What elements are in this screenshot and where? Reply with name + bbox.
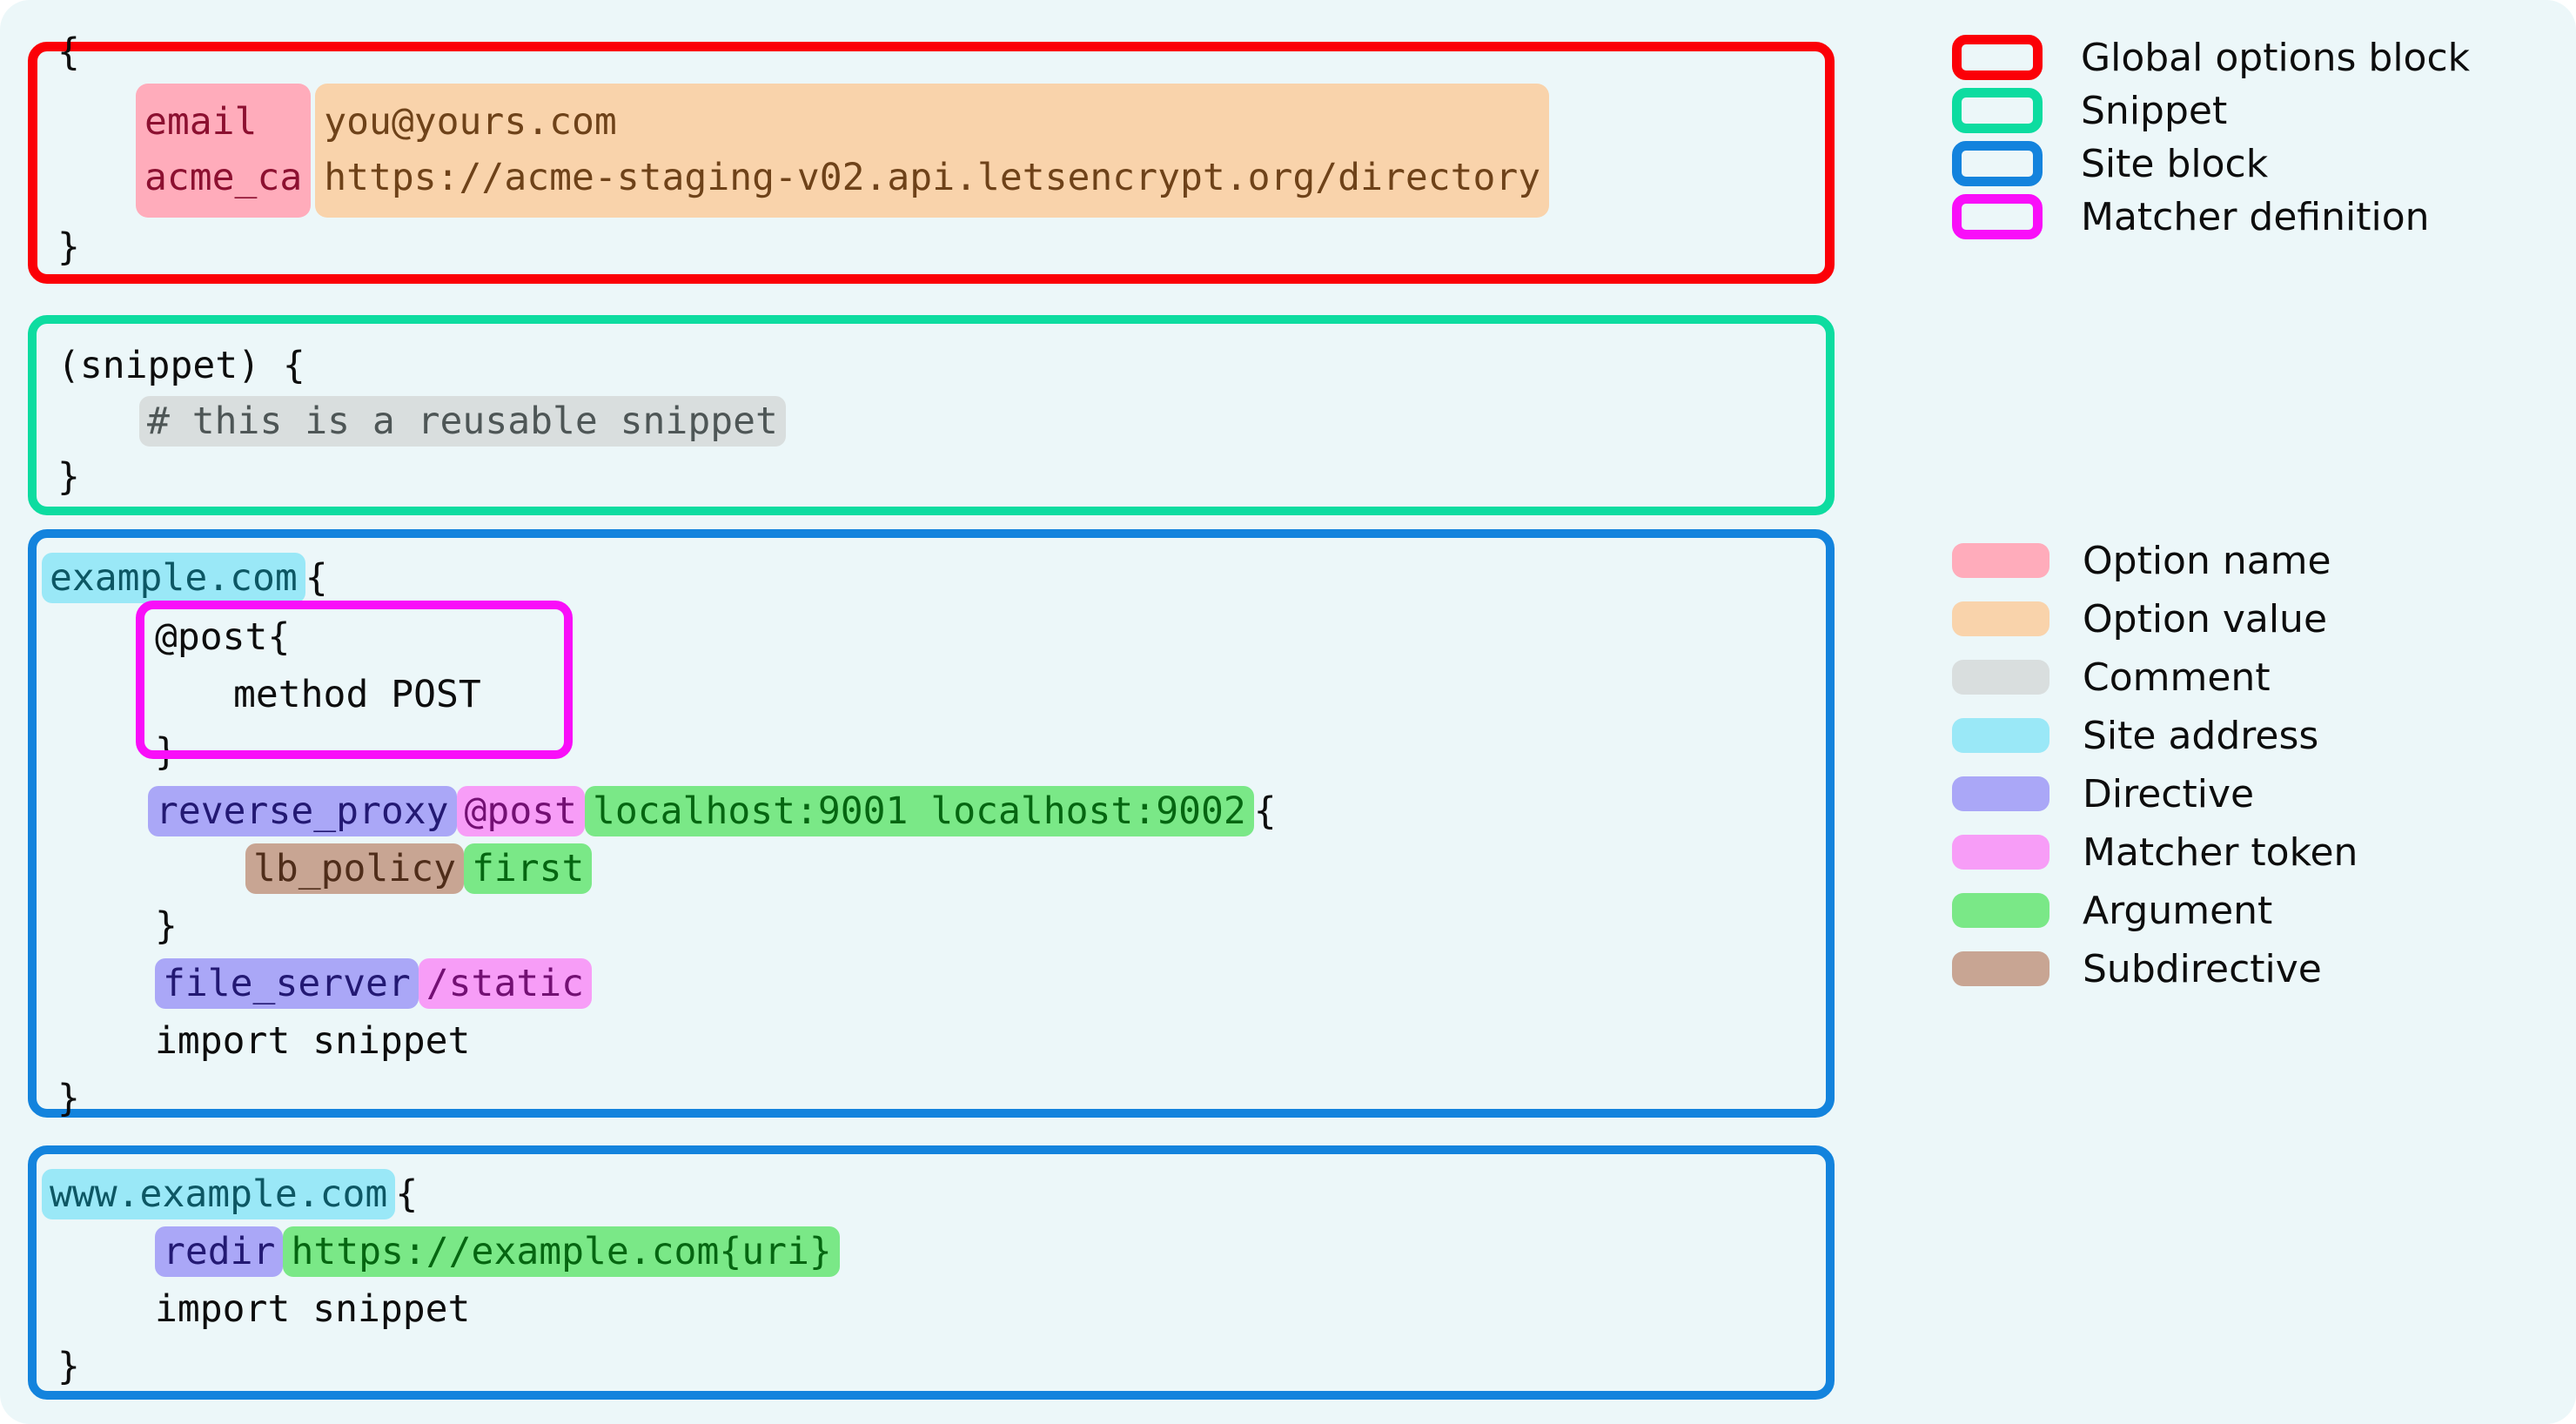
global-options-entries: email acme_ca you@yours.com https://acme… bbox=[136, 84, 1550, 218]
legend-swatch-item-comment: Comment bbox=[1952, 655, 2271, 700]
legend-label-subdirective: Subdirective bbox=[2083, 946, 2322, 991]
legend-label-site-address: Site address bbox=[2083, 713, 2319, 758]
file-server-line: file_server/static bbox=[155, 956, 592, 1011]
site-address-token: example.com bbox=[42, 553, 305, 603]
site-block-1-outline bbox=[28, 529, 1835, 1118]
legend-panel: Global options block Snippet Site block … bbox=[1939, 0, 2576, 1424]
legend-label-site-block: Site block bbox=[2081, 141, 2269, 186]
legend-swatch-comment bbox=[1952, 660, 2049, 695]
directive-token-reverse-proxy: reverse_proxy bbox=[148, 786, 457, 836]
legend-swatch-matcher-token bbox=[1952, 835, 2049, 870]
site-1-header-line: example.com{ bbox=[42, 550, 328, 606]
legend-swatch-item-matcher-token: Matcher token bbox=[1952, 830, 2358, 875]
legend-outline-item-site-block: Site block bbox=[1952, 132, 2268, 195]
legend-label-directive: Directive bbox=[2083, 771, 2255, 816]
legend-label-snippet: Snippet bbox=[2081, 88, 2228, 133]
matcher-token-post: @post bbox=[456, 786, 585, 836]
legend-chip-site-block bbox=[1952, 141, 2043, 186]
legend-swatch-item-subdirective: Subdirective bbox=[1952, 946, 2322, 991]
legend-outline-item-snippet: Snippet bbox=[1952, 79, 2227, 142]
legend-label-comment: Comment bbox=[2083, 655, 2271, 700]
matcher-definition-header: @post{ bbox=[155, 609, 290, 665]
legend-label-argument: Argument bbox=[2083, 888, 2273, 933]
matcher-open-brace: { bbox=[267, 615, 291, 659]
legend-swatch-argument bbox=[1952, 893, 2049, 928]
legend-label-global-options: Global options block bbox=[2081, 35, 2471, 80]
matcher-token-static-path: /static bbox=[418, 958, 592, 1009]
legend-outline-item-global-options: Global options block bbox=[1952, 26, 2470, 89]
legend-swatch-directive bbox=[1952, 776, 2049, 811]
snippet-comment-line: # this is a reusable snippet bbox=[139, 393, 786, 449]
legend-chip-snippet bbox=[1952, 88, 2043, 133]
legend-label-option-value: Option value bbox=[2083, 596, 2328, 641]
argument-token-redir-target: https://example.com{uri} bbox=[283, 1226, 840, 1277]
site-1-import-line: import snippet bbox=[155, 1019, 471, 1063]
reverse-proxy-close-brace: } bbox=[155, 904, 178, 948]
option-name-tokens: email acme_ca bbox=[136, 84, 312, 218]
legend-swatch-item-directive: Directive bbox=[1952, 771, 2255, 816]
legend-swatch-item-argument: Argument bbox=[1952, 888, 2273, 933]
site-2-import-line: import snippet bbox=[155, 1287, 471, 1331]
option-value-tokens: you@yours.com https://acme-staging-v02.a… bbox=[315, 84, 1550, 218]
caddyfile-code-column: { email acme_ca you@yours.com https://ac… bbox=[28, 30, 1835, 1400]
legend-label-matcher-token: Matcher token bbox=[2083, 830, 2358, 875]
matcher-name: @post bbox=[155, 615, 268, 659]
matcher-body-line: method POST bbox=[233, 673, 481, 716]
legend-chip-global-options bbox=[1952, 35, 2043, 80]
legend-swatch-item-option-name: Option name bbox=[1952, 538, 2331, 583]
legend-swatch-site-address bbox=[1952, 718, 2049, 753]
legend-label-matcher-definition: Matcher definition bbox=[2081, 194, 2430, 239]
directive-token-redir: redir bbox=[155, 1226, 284, 1277]
directive-token-file-server: file_server bbox=[155, 958, 419, 1009]
legend-swatch-option-value bbox=[1952, 601, 2049, 636]
global-options-close-brace: } bbox=[57, 225, 80, 269]
site-block-2-outline bbox=[28, 1145, 1835, 1400]
argument-token-first: first bbox=[464, 843, 593, 894]
legend-swatch-option-name bbox=[1952, 543, 2049, 578]
subdirective-token-lb-policy: lb_policy bbox=[245, 843, 464, 894]
site-2-close-brace: } bbox=[57, 1345, 80, 1388]
global-options-block-outline bbox=[28, 42, 1835, 284]
snippet-block-outline bbox=[28, 315, 1835, 515]
snippet-header: (snippet) { bbox=[57, 344, 305, 387]
site-1-open-brace: { bbox=[305, 556, 328, 600]
legend-swatch-subdirective bbox=[1952, 951, 2049, 986]
legend-outline-item-matcher-definition: Matcher definition bbox=[1952, 185, 2430, 248]
site-2-open-brace: { bbox=[395, 1172, 419, 1216]
matcher-definition-outline bbox=[136, 601, 573, 759]
legend-label-option-name: Option name bbox=[2083, 538, 2331, 583]
site-1-close-brace: } bbox=[57, 1077, 80, 1120]
snippet-close-brace: } bbox=[57, 455, 80, 499]
site-2-header-line: www.example.com{ bbox=[42, 1166, 418, 1222]
legend-swatch-item-option-value: Option value bbox=[1952, 596, 2328, 641]
site-address-token-www: www.example.com bbox=[42, 1169, 396, 1219]
legend-chip-matcher-definition bbox=[1952, 194, 2043, 239]
global-options-open-brace: { bbox=[57, 30, 80, 74]
comment-token: # this is a reusable snippet bbox=[139, 396, 786, 447]
legend-swatch-item-site-address: Site address bbox=[1952, 713, 2319, 758]
argument-token-upstreams: localhost:9001 localhost:9002 bbox=[585, 786, 1254, 836]
reverse-proxy-open-brace: { bbox=[1253, 789, 1277, 833]
